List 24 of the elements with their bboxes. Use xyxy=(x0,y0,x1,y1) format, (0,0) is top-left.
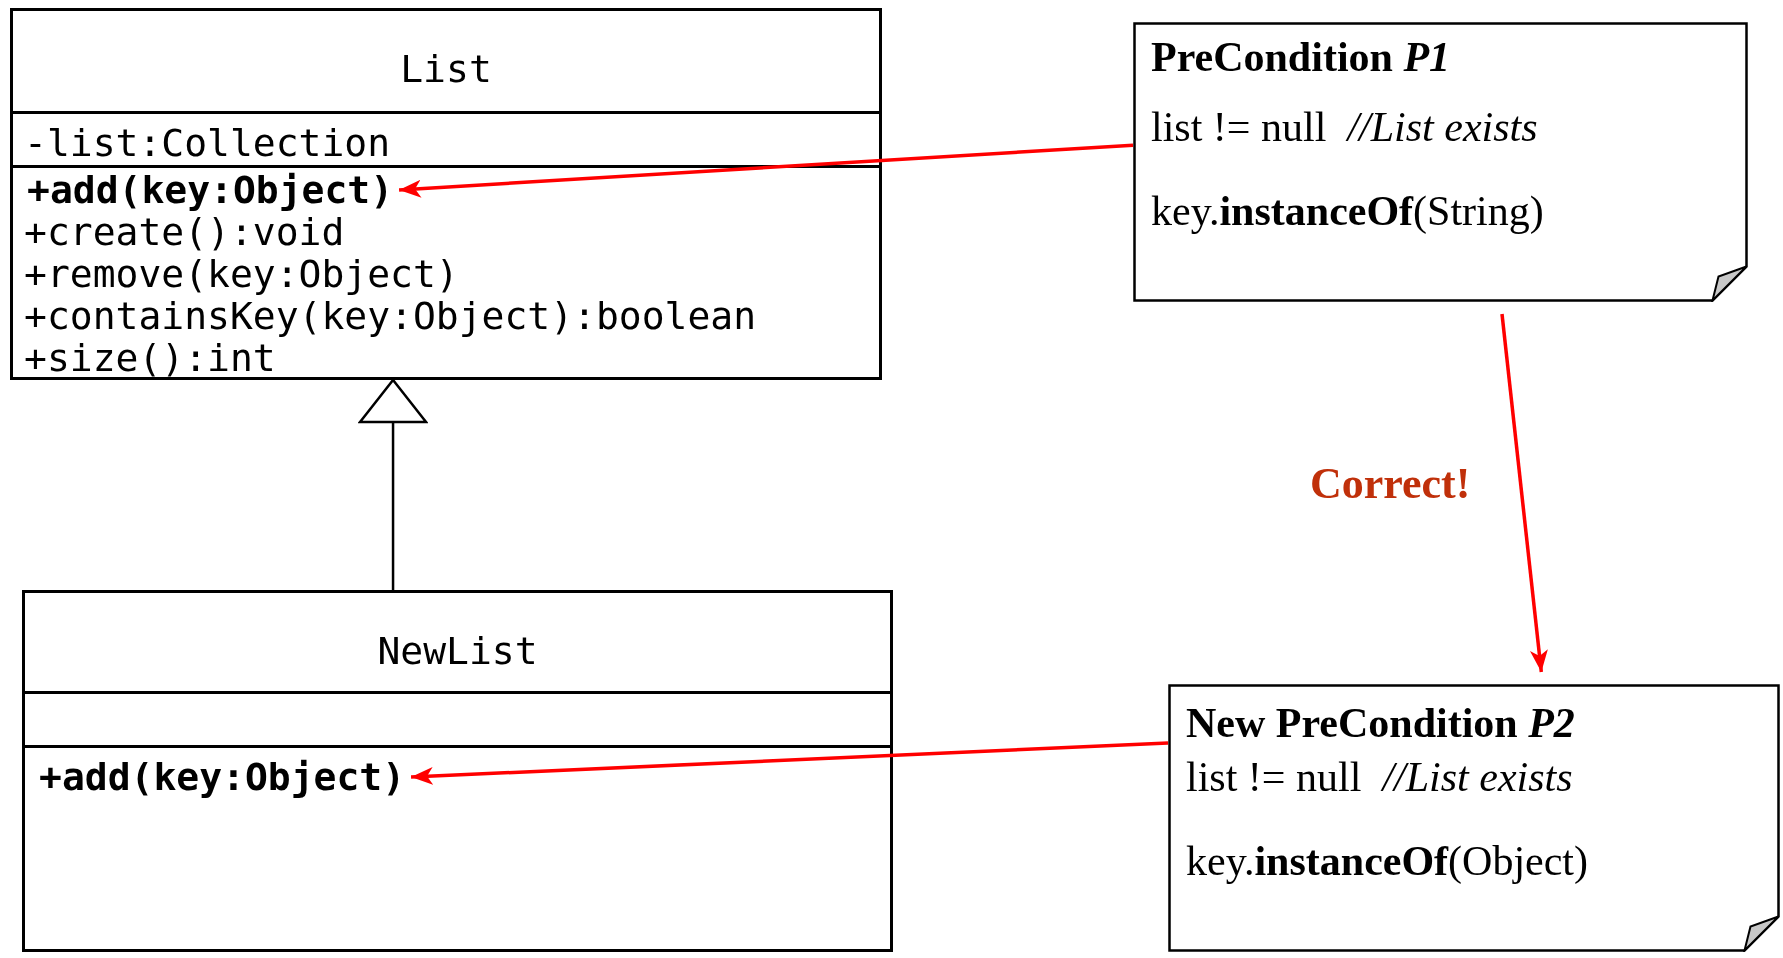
method-text: +remove(key:Object) xyxy=(24,255,459,293)
condition-text: key.instanceOf(Object) xyxy=(1186,840,1588,882)
method-text: +add(key:Object) xyxy=(27,171,394,209)
method-text: +containsKey(key:Object):boolean xyxy=(24,297,757,335)
condition-text: list != null //List exists xyxy=(1186,756,1573,798)
method-text: +size():int xyxy=(24,339,276,377)
class-name: NewList xyxy=(377,632,538,670)
inheritance-arrow xyxy=(358,378,428,590)
method-text: +create():void xyxy=(24,213,345,251)
note-heading: New PreCondition P2 xyxy=(1186,702,1575,744)
class-box xyxy=(22,590,893,952)
note-box xyxy=(1133,22,1748,302)
condition-text: key.instanceOf(String) xyxy=(1151,190,1544,232)
arrow xyxy=(1500,313,1548,673)
arrow xyxy=(398,143,1134,198)
class-box xyxy=(10,8,882,380)
arrow xyxy=(410,741,1169,785)
condition-text: list != null //List exists xyxy=(1151,106,1538,148)
note-box xyxy=(1168,684,1780,952)
edge-label: Correct! xyxy=(1310,458,1471,509)
note-heading: PreCondition P1 xyxy=(1151,36,1451,78)
attribute-text: -list:Collection xyxy=(24,124,391,162)
method-text: +add(key:Object) xyxy=(39,758,406,796)
class-name: List xyxy=(400,50,492,88)
